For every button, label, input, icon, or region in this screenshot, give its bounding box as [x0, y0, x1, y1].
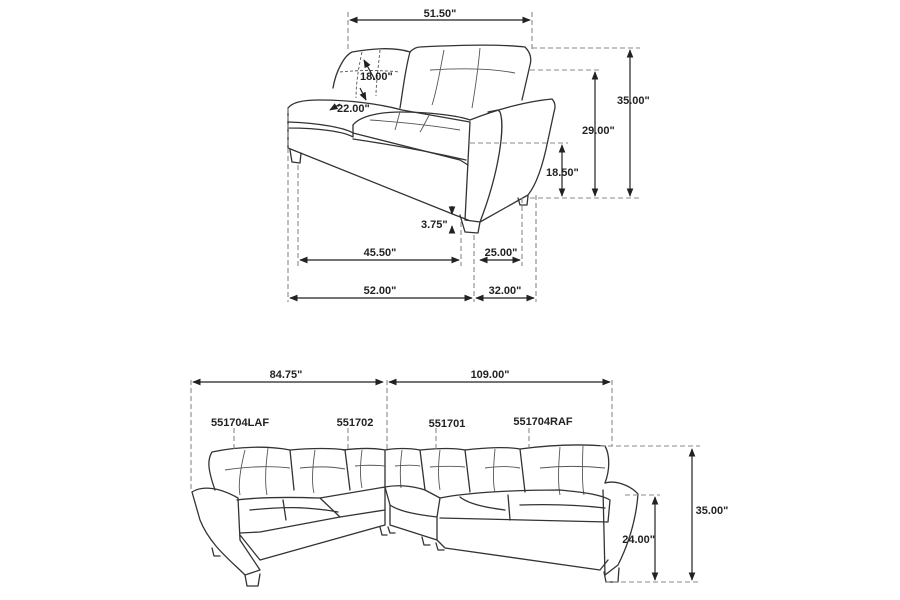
top-dimension-lines: [287, 12, 640, 302]
piece-label-laf: 551704LAF: [211, 417, 269, 429]
leg-height-label: 3.75": [421, 219, 448, 231]
right-width-label: 109.00": [471, 369, 510, 381]
piece-label-551701: 551701: [429, 418, 466, 430]
sectional-arm-height-label: 24.00": [622, 534, 655, 546]
overall-width-label: 51.50": [424, 8, 457, 20]
outer-depth-label: 32.00": [489, 285, 522, 297]
piece-label-551702: 551702: [337, 417, 374, 429]
top-dimension-labels: 51.50" 18.00" 22.00" 35.00" 29.00" 18.50…: [337, 8, 650, 297]
bottom-dimension-labels: 84.75" 109.00" 551704LAF 551702 551701 5…: [211, 369, 728, 546]
arm-height-label: 29.00": [582, 125, 615, 137]
back-height-label: 18.00": [360, 71, 393, 83]
loveseat-drawing: [287, 44, 556, 234]
seat-height-label: 18.50": [546, 167, 579, 179]
outer-width-label: 52.00": [364, 285, 397, 297]
piece-label-raf: 551704RAF: [513, 416, 573, 428]
seat-depth-label: 22.00": [337, 103, 370, 115]
bottom-dimension-lines: [190, 378, 700, 583]
overall-height-label: 35.00": [617, 95, 650, 107]
sectional-height-label: 35.00": [696, 505, 729, 517]
left-width-label: 84.75": [270, 369, 303, 381]
inner-width-label: 45.50": [364, 247, 397, 259]
sectional-drawing: [191, 444, 639, 587]
inner-depth-label: 25.00": [485, 247, 518, 259]
